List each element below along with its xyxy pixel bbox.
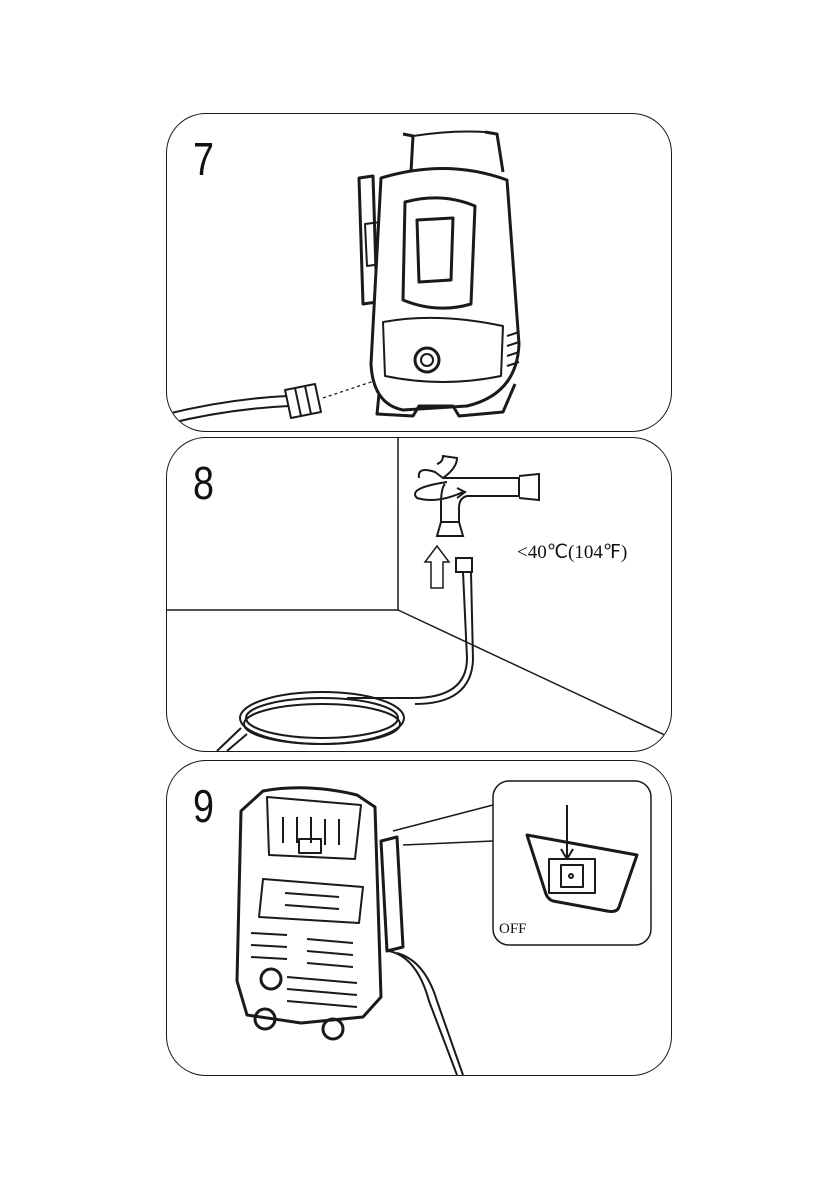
step-7-illustration [167,114,671,431]
step-8-illustration: <40℃(104℉) [167,438,671,751]
step-9-illustration: OFF [167,761,671,1075]
switch-off-label: OFF [499,921,527,937]
step-7-panel: 7 [166,113,672,432]
temperature-limit-label: <40℃(104℉) [517,542,627,563]
step-9-panel: 9 [166,760,672,1076]
step-8-panel: 8 <40℃(104℉) [166,437,672,752]
